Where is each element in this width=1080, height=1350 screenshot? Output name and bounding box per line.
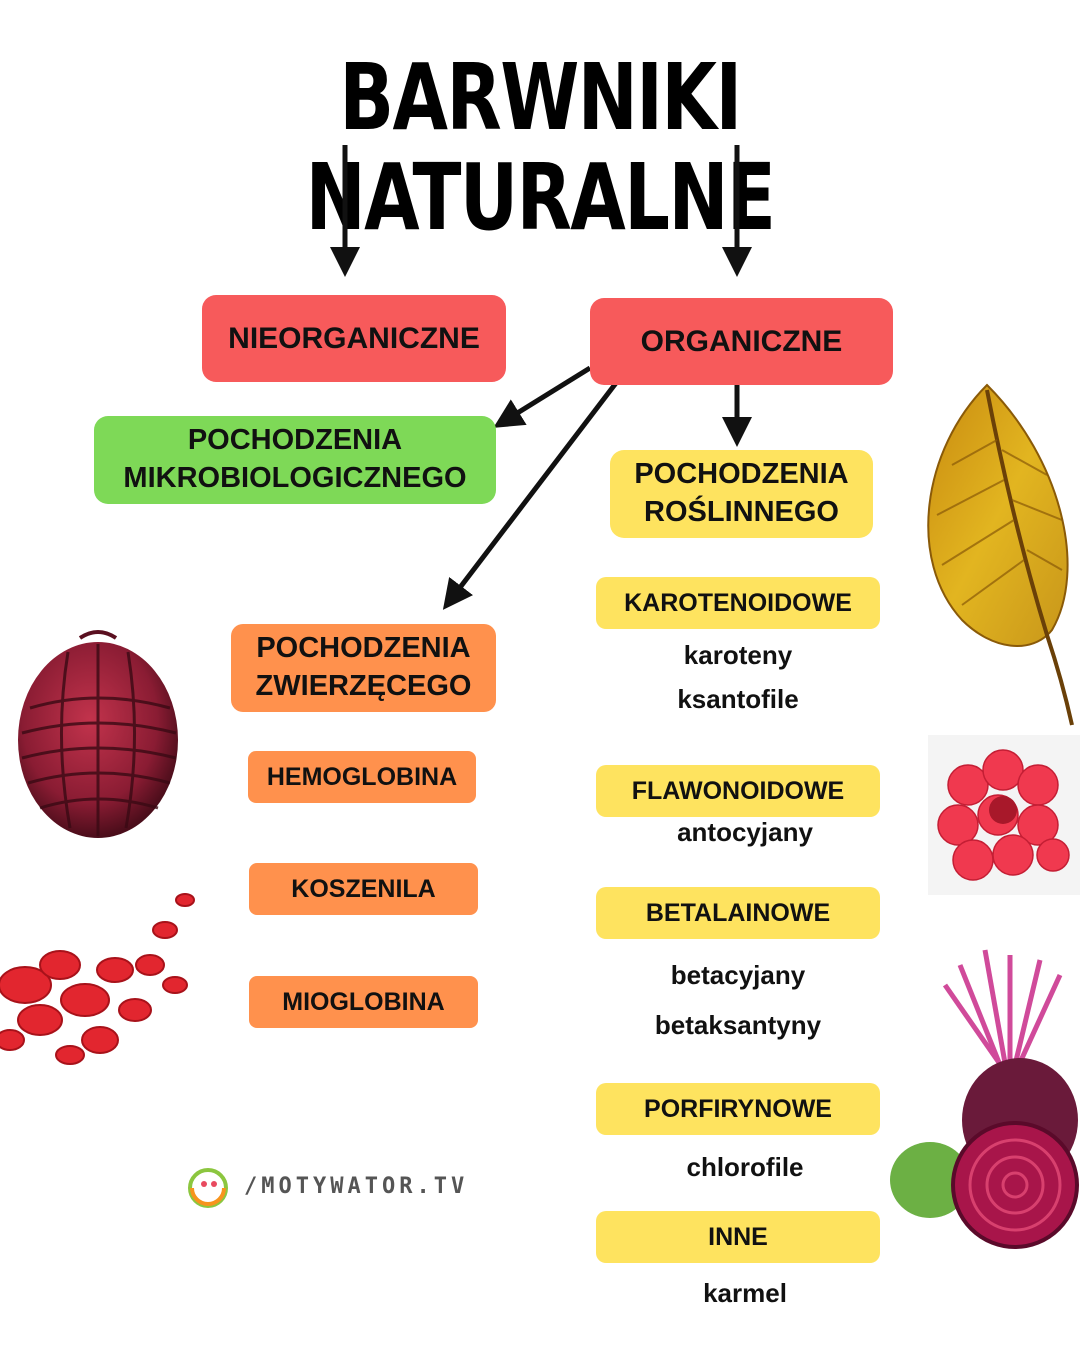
plant-item-antocyjany: antocyjany [677, 817, 813, 847]
plant-cat-porfirynowe: PORFIRYNOWE [596, 1083, 880, 1135]
node-mikro-line1: POCHODZENIA [187, 424, 403, 457]
node-zwierz-line1: POCHODZENIA [256, 632, 471, 665]
animal-item-hemoglobina: HEMOGLOBINA [248, 751, 476, 803]
plant-cat-betalainowe: BETALAINOWE [596, 887, 880, 939]
plant-cat-inne: INNE [596, 1211, 880, 1263]
page-title: BARWNIKI NATURALNE [305, 44, 776, 251]
plant-item-karoteny: karoteny [683, 640, 793, 670]
logo-text: /MOTYWATOR.TV [244, 1173, 469, 1199]
node-zwierz-line2: ZWIERZĘCEGO [255, 670, 472, 702]
animal-item-mioglobina: MIOGLOBINA [249, 976, 478, 1028]
node-mikro-line2: MIKROBIOLOGICZNEGO [123, 462, 467, 494]
node-zwierzece: POCHODZENIA ZWIERZĘCEGO [231, 624, 496, 712]
cochineal-insect-image [18, 630, 178, 838]
node-rosl-line1: POCHODZENIA [634, 458, 849, 491]
logo-icon [188, 1168, 228, 1208]
plant-item-betaksantyny: betaksantyny [654, 1010, 822, 1040]
plant-item-ksantofile: ksantofile [677, 684, 799, 714]
logo: /MOTYWATOR.TV [182, 1162, 468, 1210]
plant-item-betacyjany: betacyjany [670, 960, 806, 990]
node-roslinne: POCHODZENIA ROŚLINNEGO [610, 450, 873, 538]
node-organiczne: ORGANICZNE [590, 298, 893, 385]
plant-cat-flawonoidowe: FLAWONOIDOWE [596, 765, 880, 817]
node-nieorganiczne-label: NIEORGANICZNE [228, 322, 480, 355]
blood-cells-image [0, 893, 195, 1065]
node-mikrobiologiczne: POCHODZENIA MIKROBIOLOGICZNEGO [94, 416, 496, 504]
plant-item-karmel: karmel [703, 1278, 787, 1308]
node-organiczne-label: ORGANICZNE [640, 325, 843, 358]
plant-cat-karotenoidowe: KAROTENOIDOWE [596, 577, 880, 629]
plant-item-chlorofile: chlorofile [686, 1152, 804, 1182]
raspberry-image [928, 735, 1080, 895]
node-nieorganiczne: NIEORGANICZNE [202, 295, 506, 382]
autumn-leaf-image [927, 383, 1074, 726]
beetroot-image [890, 949, 1079, 1249]
arrow-organiczne-to-mikro [493, 365, 592, 428]
arrow-organiczne-to-zwierz [442, 381, 618, 610]
animal-item-koszenila: KOSZENILA [249, 863, 478, 915]
node-rosl-line2: ROŚLINNEGO [644, 496, 839, 528]
